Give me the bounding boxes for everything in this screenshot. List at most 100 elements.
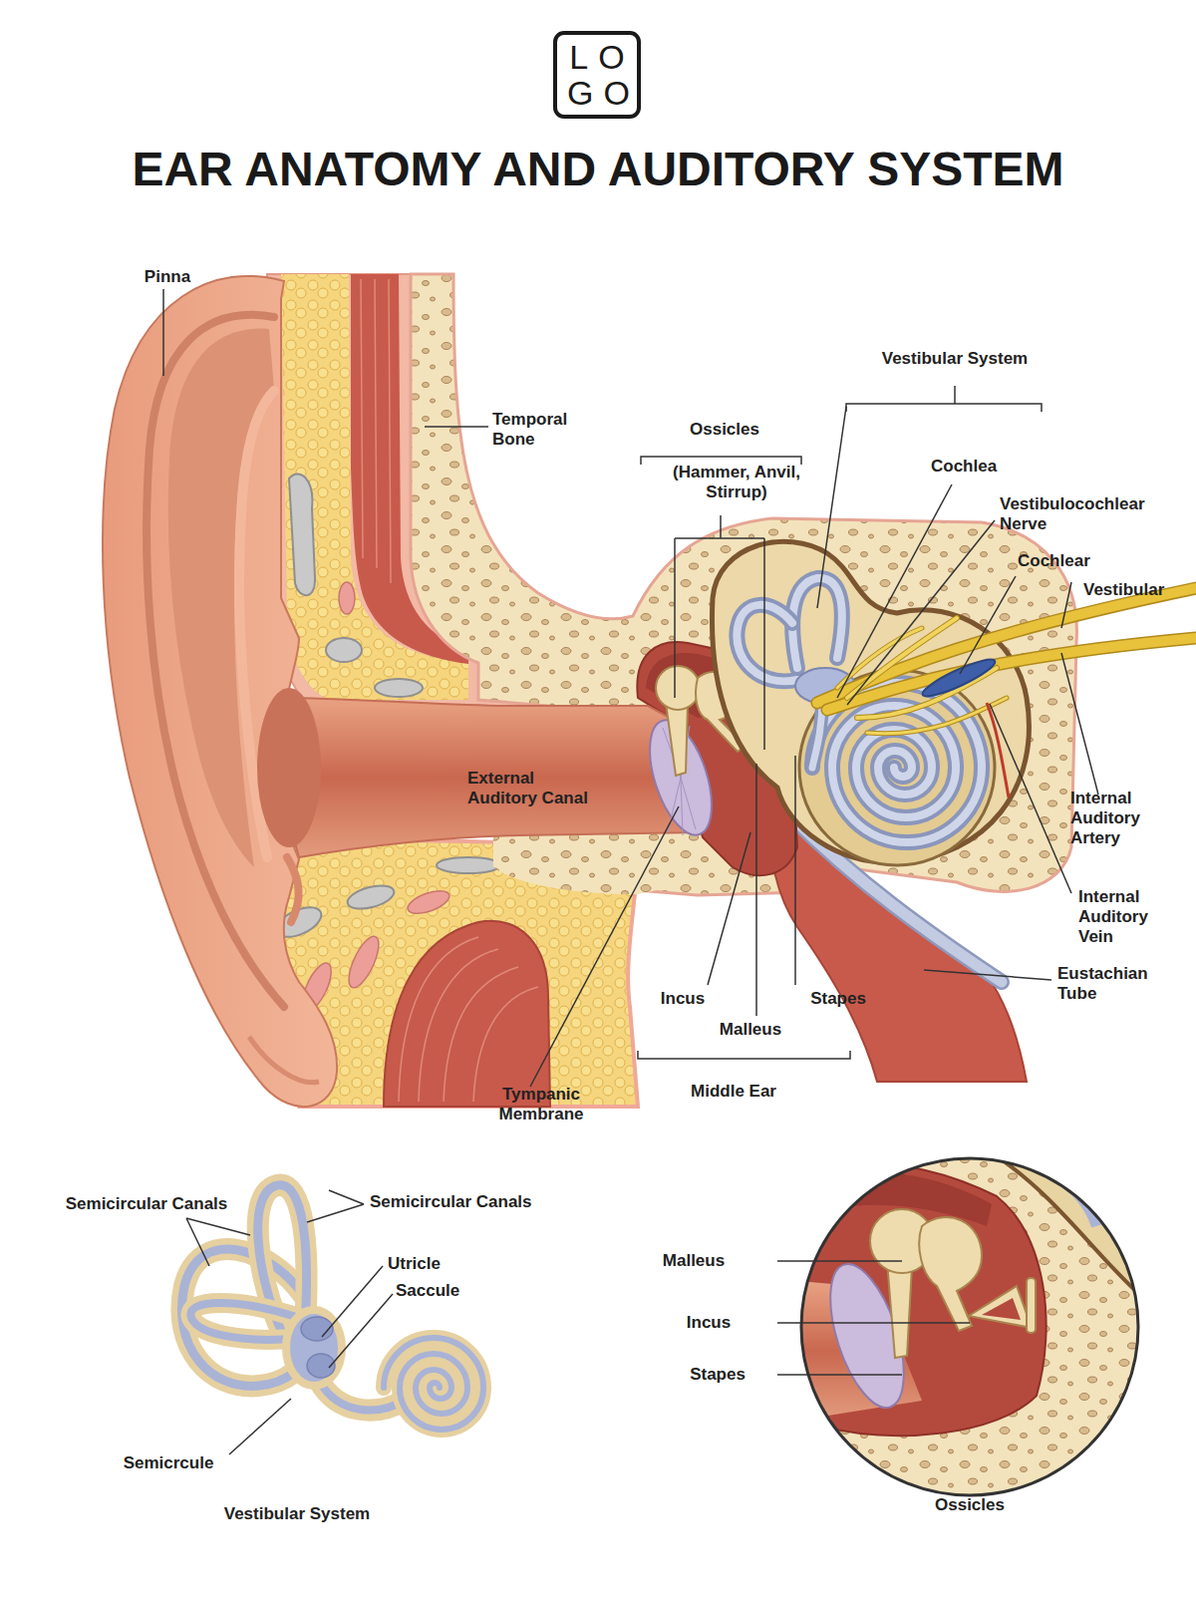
part-label: Ossicles bbox=[919, 1495, 1020, 1515]
part-label: Vestibulocochlear Nerve bbox=[999, 494, 1170, 535]
inner-ear-part-part bbox=[736, 604, 798, 681]
inner-ear-part bbox=[736, 578, 982, 843]
ossicles-inset-part-part-part bbox=[1026, 1277, 1036, 1333]
part-label: Vestibular bbox=[1083, 580, 1194, 600]
leader-lines-part bbox=[674, 515, 765, 750]
leader-lines-part bbox=[1061, 652, 1099, 795]
ossicles-inset-leaders-part bbox=[777, 1321, 970, 1324]
lower-tissue-part bbox=[342, 931, 385, 991]
pinna-part bbox=[146, 314, 285, 1007]
vestibulocochlear-nerve-part bbox=[837, 627, 922, 688]
ossicles-part bbox=[665, 702, 688, 776]
upper-tissue-part bbox=[338, 582, 355, 614]
ossicles-inset-part bbox=[801, 1158, 1139, 1495]
vestibular-inset-part bbox=[383, 1337, 484, 1430]
vestibular-inset bbox=[181, 1185, 484, 1430]
leader-lines-part bbox=[846, 385, 1042, 412]
part-label: Saccule bbox=[395, 1280, 496, 1301]
inset-leader-lines-part bbox=[328, 1293, 393, 1368]
vestibulocochlear-nerve bbox=[817, 588, 1196, 734]
temporal-bone bbox=[410, 274, 1077, 896]
part-label: Cochlear bbox=[1017, 551, 1128, 572]
ossicles-inset-part bbox=[797, 1156, 1147, 1500]
inner-ear bbox=[711, 541, 1029, 866]
leader-lines-part bbox=[530, 806, 679, 1087]
vestibular-inset-part bbox=[286, 1309, 342, 1386]
part-label: Stapes bbox=[667, 1364, 768, 1385]
ear-canal bbox=[281, 697, 698, 858]
inset-leader-lines-part bbox=[306, 1190, 364, 1222]
upper-tissue-part bbox=[289, 473, 315, 596]
part-label: Incus bbox=[642, 988, 723, 1009]
ossicles-inset-leaders-part bbox=[777, 1373, 902, 1376]
ossicles-inset bbox=[797, 1156, 1147, 1500]
ossicles-inset-leaders bbox=[777, 1260, 970, 1375]
ear-canal-part bbox=[281, 697, 698, 858]
vestibulocochlear-nerve-part bbox=[837, 627, 922, 688]
ossicles-inset-leaders-part bbox=[777, 1259, 902, 1262]
part-label: Utricle bbox=[387, 1253, 488, 1274]
part-label: Malleus bbox=[643, 1250, 744, 1271]
ossicles-inset-part-part bbox=[870, 1208, 1036, 1358]
vestibular-inset-part bbox=[383, 1337, 484, 1430]
part-label: External Auditory Canal bbox=[467, 768, 598, 809]
inset-leader-lines-part bbox=[229, 1398, 292, 1455]
upper-tissue-part bbox=[325, 637, 362, 662]
part-label: Vestibular System bbox=[855, 348, 1055, 369]
ossicles-inset-part-part-part bbox=[968, 1285, 1032, 1328]
part-label: Eustachian Tube bbox=[1057, 963, 1168, 1004]
part-label: Pinna bbox=[127, 267, 208, 288]
part-label: Semicrcule bbox=[108, 1453, 229, 1474]
logo-text: LO GO bbox=[557, 38, 637, 111]
inset-leader-lines bbox=[186, 1190, 393, 1455]
part-label: Internal Auditory Artery bbox=[1070, 788, 1161, 849]
part-label: Vestibular System bbox=[197, 1503, 397, 1524]
vestibulocochlear-nerve-part bbox=[867, 697, 1007, 734]
leader-lines bbox=[163, 289, 1099, 1087]
auditory-vessels-part bbox=[986, 702, 1009, 798]
leader-lines-part bbox=[637, 1050, 851, 1059]
inner-ear-part-part bbox=[736, 604, 798, 681]
ossicles-part bbox=[655, 665, 700, 710]
part-label: Incus bbox=[658, 1312, 759, 1333]
ossicles-inset-part-part-part bbox=[887, 1260, 912, 1358]
leader-lines-part bbox=[989, 703, 1072, 894]
leader-lines-part bbox=[707, 832, 751, 985]
leader-lines-part bbox=[424, 425, 489, 428]
part-label: Internal Auditory Vein bbox=[1078, 887, 1169, 947]
part-label: Semicircular Canals bbox=[46, 1194, 247, 1214]
upper-tissue-part bbox=[374, 678, 423, 697]
part-label: Tympanic Membrane bbox=[486, 1084, 597, 1125]
logo-box: LO GO bbox=[553, 30, 641, 119]
part-label: Temporal Bone bbox=[492, 409, 588, 450]
part-label: Ossicles bbox=[674, 419, 775, 440]
ossicles-inset-part-part-part bbox=[981, 1297, 1021, 1320]
leader-lines-part bbox=[837, 484, 952, 698]
vestibular-inset-part bbox=[190, 1302, 299, 1340]
leader-lines-part bbox=[959, 576, 1016, 674]
part-label: Malleus bbox=[705, 1019, 796, 1040]
vestibulocochlear-nerve-part bbox=[867, 697, 1007, 734]
lower-tissue-part bbox=[436, 857, 501, 874]
auditory-vessels bbox=[918, 653, 1009, 798]
pinna-part bbox=[257, 687, 321, 848]
vestibular-inset-part bbox=[190, 1302, 299, 1340]
leader-lines-part bbox=[923, 969, 1052, 980]
part-label: Middle Ear bbox=[673, 1081, 794, 1102]
temporal-bone-part bbox=[410, 274, 1077, 896]
lower-tissue-part bbox=[493, 832, 718, 895]
lower-tissue-part bbox=[398, 936, 539, 1102]
pinna-part bbox=[287, 857, 299, 922]
leader-lines-part bbox=[794, 755, 797, 985]
part-label: Cochlea bbox=[930, 456, 1031, 477]
ossicles-inset-part-part bbox=[815, 1254, 918, 1416]
inset-leader-lines-part bbox=[321, 1265, 383, 1337]
leader-lines-part bbox=[162, 289, 165, 376]
lower-tissue-part bbox=[344, 881, 397, 913]
auditory-vessels-part bbox=[918, 653, 998, 702]
pinna-part bbox=[249, 1036, 319, 1083]
ossicles-inset-part-part bbox=[797, 1156, 1147, 1500]
